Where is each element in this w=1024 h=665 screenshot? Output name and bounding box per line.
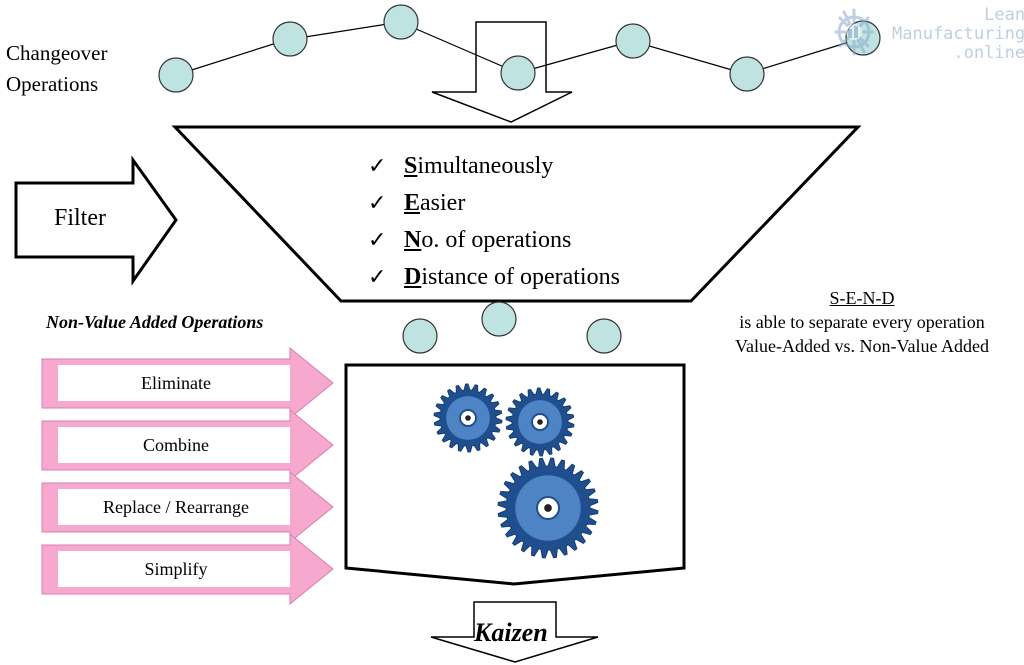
action-arrow xyxy=(41,532,334,606)
changeover-operations-label: Changeover Operations xyxy=(6,41,108,96)
operation-circle xyxy=(729,56,765,92)
filtered-operation-circle xyxy=(402,318,438,354)
criteria-item: ✓Easier xyxy=(368,185,620,222)
operation-circle xyxy=(158,57,194,93)
kaizen-output-label: Kaizen xyxy=(474,618,548,647)
operation-circle xyxy=(272,21,308,57)
operation-circle xyxy=(500,55,536,91)
filter-funnel xyxy=(171,125,862,303)
gear-icon xyxy=(433,383,503,453)
watermark-logo: Lean Manufacturing .online xyxy=(826,2,1024,68)
checkmark-icon: ✓ xyxy=(368,191,387,216)
criteria-item: ✓No. of operations xyxy=(368,222,620,259)
gear-icon xyxy=(497,457,599,559)
operation-circle xyxy=(383,4,419,40)
criteria-item: ✓Simultaneously xyxy=(368,148,620,185)
action-arrow xyxy=(41,408,334,482)
gear-icon xyxy=(505,387,575,457)
checkmark-icon: ✓ xyxy=(368,228,387,253)
filter-criteria-list: ✓Simultaneously ✓Easier ✓No. of operatio… xyxy=(368,148,620,296)
action-arrow xyxy=(41,346,334,420)
criteria-item: ✓Distance of operations xyxy=(368,259,620,296)
action-combine: Combine xyxy=(143,435,209,455)
send-description: S-E-N-D is able to separate every operat… xyxy=(704,286,1020,358)
filter-label: Filter xyxy=(54,205,106,231)
operation-circle xyxy=(615,23,651,59)
checkmark-icon: ✓ xyxy=(368,265,387,290)
checkmark-icon: ✓ xyxy=(368,154,387,179)
action-eliminate: Eliminate xyxy=(141,373,211,393)
filtered-operation-circle xyxy=(481,301,517,337)
action-simplify: Simplify xyxy=(144,559,208,579)
send-line-2: Value-Added vs. Non-Value Added xyxy=(735,336,989,356)
filtered-operation-circle xyxy=(586,318,622,354)
action-replace-rearrange: Replace / Rearrange xyxy=(103,497,249,517)
send-title: S-E-N-D xyxy=(829,288,895,308)
filter-arrow xyxy=(14,155,178,286)
non-value-added-title: Non-Value Added Operations xyxy=(46,312,264,332)
send-line-1: is able to separate every operation xyxy=(739,312,985,332)
action-arrow xyxy=(41,470,334,544)
lean-manufacturing-logo-icon xyxy=(834,8,874,56)
output-arrow xyxy=(430,601,599,663)
